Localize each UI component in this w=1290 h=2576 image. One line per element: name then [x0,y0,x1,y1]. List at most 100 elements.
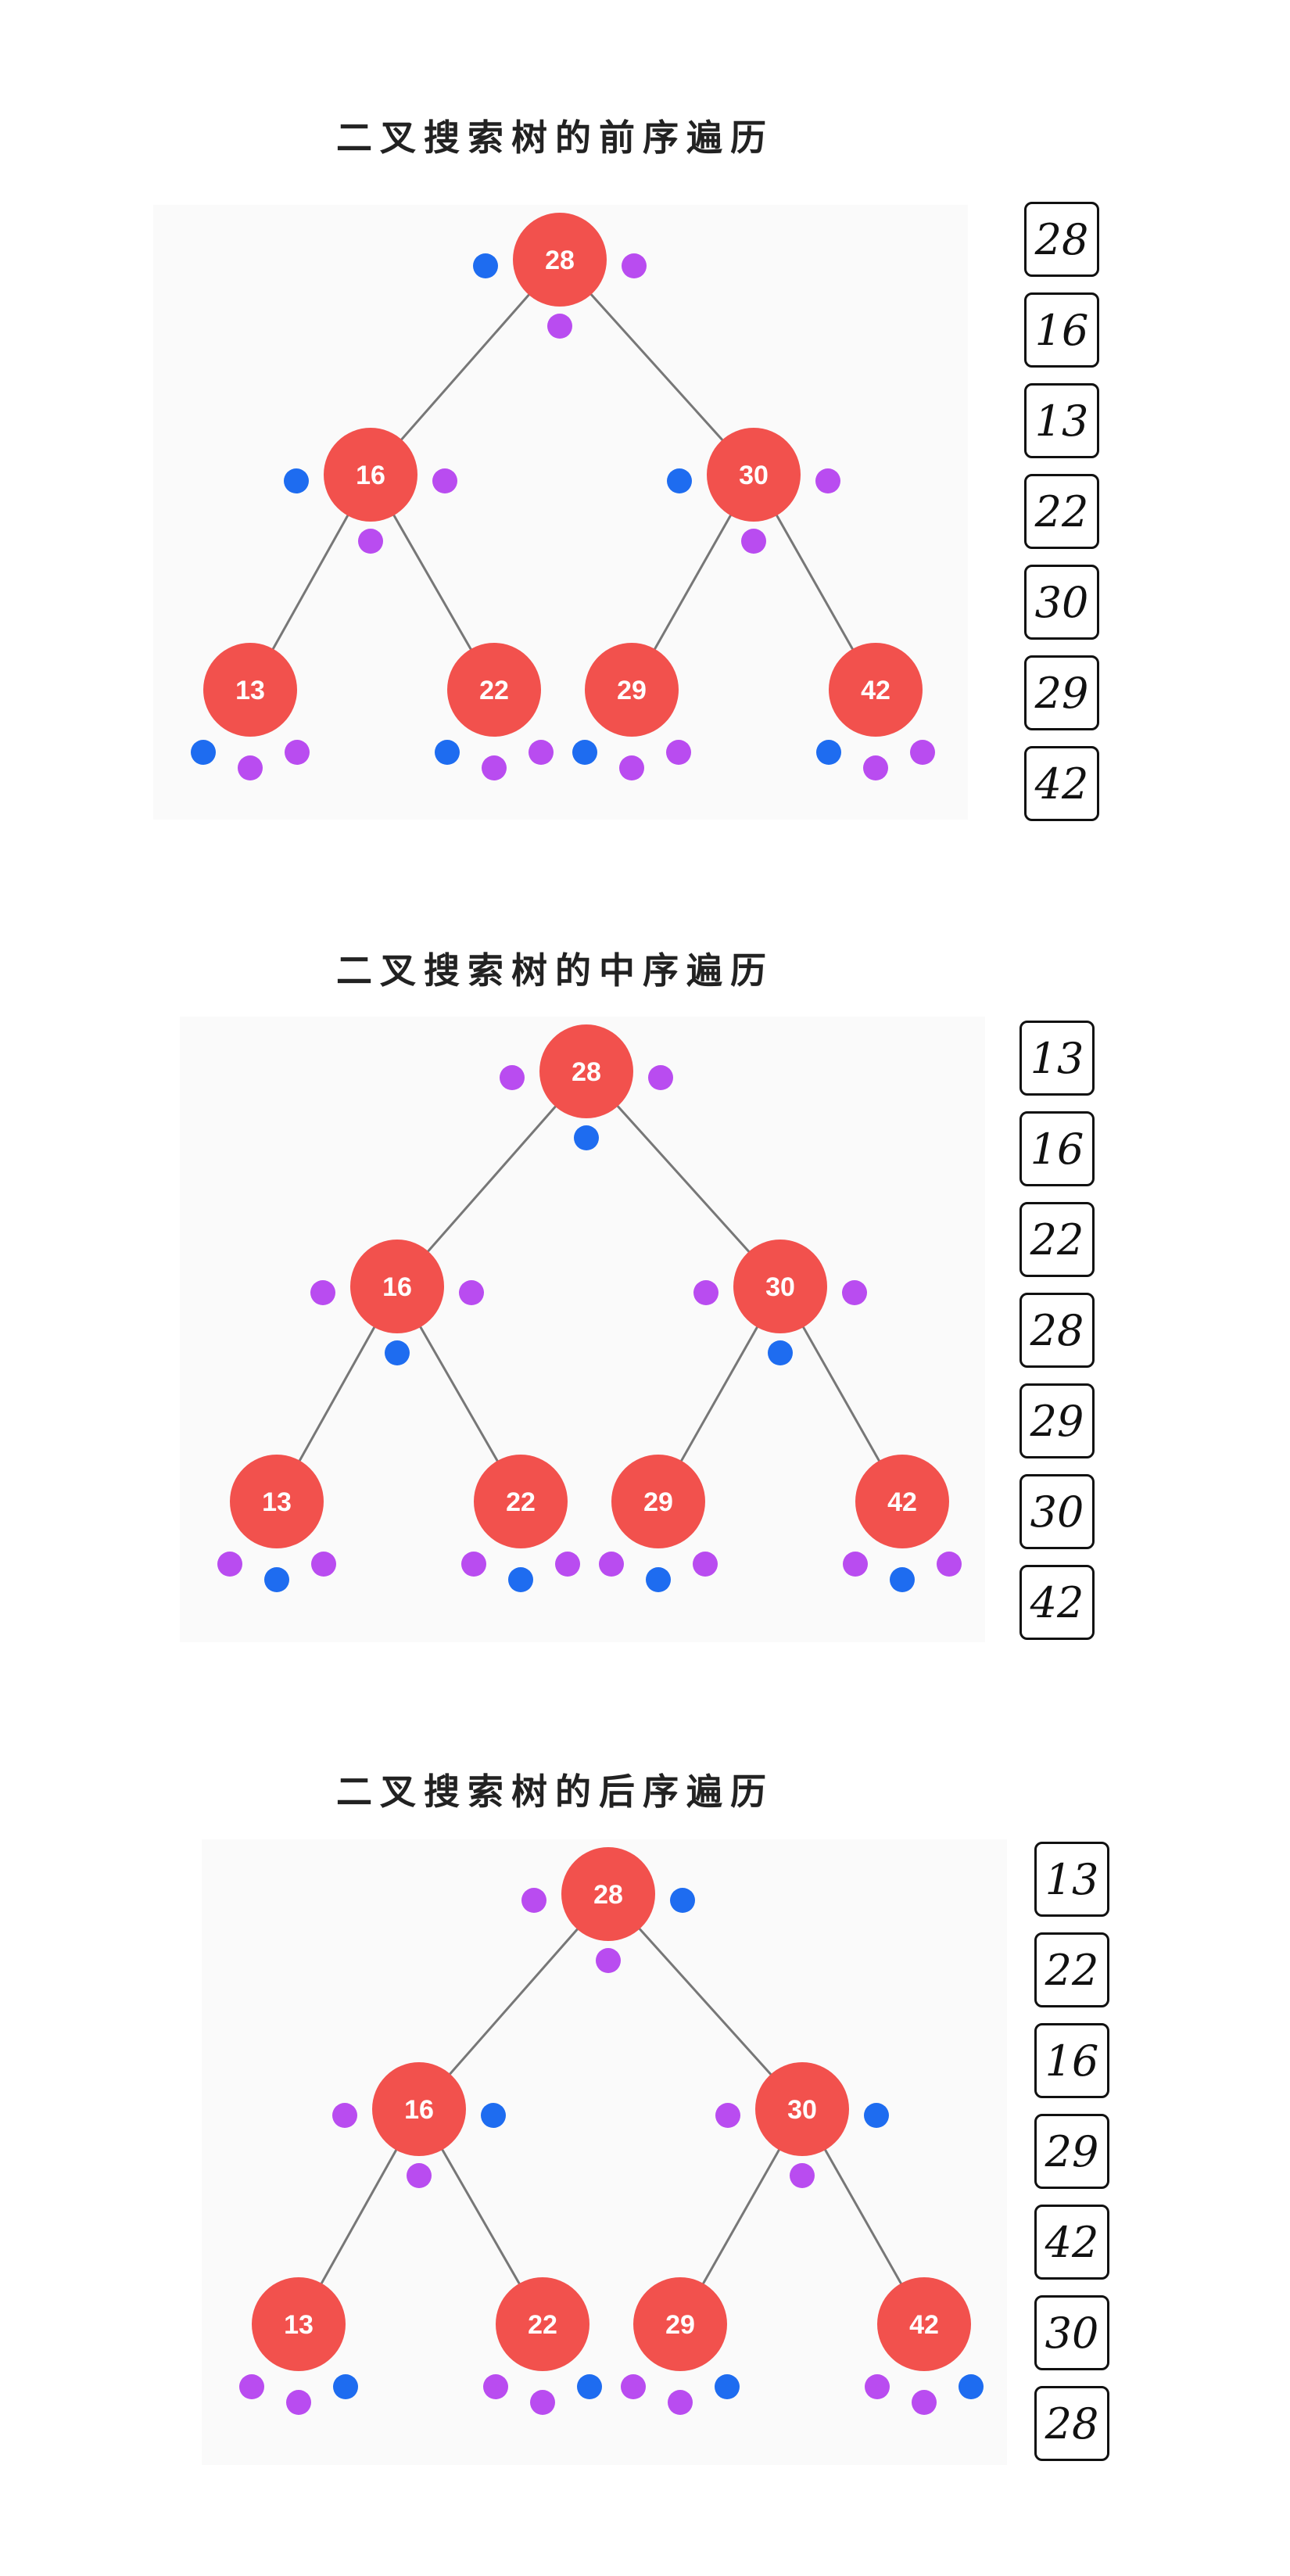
tree-edge [607,1893,804,2111]
tree-edge [417,1893,610,2110]
tree-node-label: 29 [643,1487,673,1517]
visit-marker-dot [264,1567,289,1592]
pass-marker-dot [482,755,507,780]
tree-node-label: 29 [665,2310,695,2340]
visit-marker-dot [435,740,460,765]
tree-node-13 [252,2277,346,2371]
visit-marker-dot [385,1340,410,1365]
visit-marker-dot [508,1567,533,1592]
tree-node-16 [324,428,417,522]
pass-marker-dot [790,2163,815,2188]
sequence-box: 30 [1034,2295,1109,2370]
tree-node-label: 16 [382,1272,412,1302]
pass-marker-dot [311,1552,336,1577]
sequence-box: 13 [1019,1021,1095,1096]
pass-marker-dot [815,468,840,493]
sequence-box: 16 [1024,292,1099,368]
tree-edge [396,1071,588,1287]
tree-edge [369,259,561,475]
pass-marker-dot [530,2390,555,2415]
pass-marker-dot [937,1552,962,1577]
inorder-title: 二叉搜索树的中序遍历 [336,949,774,992]
pass-marker-dot [407,2163,432,2188]
postorder-title: 二叉搜索树的后序遍历 [336,1771,774,1813]
tree-node-29 [585,643,679,737]
pass-marker-dot [668,2390,693,2415]
sequence-box: 22 [1024,474,1099,549]
tree-node-22 [447,643,541,737]
pass-marker-dot [238,755,263,780]
tree-edge [558,258,755,476]
tree-node-22 [496,2277,589,2371]
visit-marker-dot [890,1567,915,1592]
visit-marker-dot [959,2374,984,2399]
tree-node-label: 13 [235,676,265,705]
tree-node-29 [611,1455,705,1548]
sequence-box: 30 [1024,565,1099,640]
pass-marker-dot [547,314,572,339]
tree-node-label: 42 [861,676,890,705]
preorder-sequence: 28 16 13 22 30 29 42 [1024,202,1099,837]
sequence-box: 29 [1019,1383,1095,1458]
tree-node-42 [829,643,923,737]
sequence-box: 42 [1024,746,1099,821]
sequence-box: 28 [1019,1293,1095,1368]
tree-node-label: 22 [506,1487,536,1517]
pass-marker-dot [912,2390,937,2415]
pass-marker-dot [461,1552,486,1577]
sequence-box: 13 [1034,1842,1109,1917]
tree-node-28 [561,1847,655,1941]
pass-marker-dot [500,1065,525,1090]
sequence-box: 29 [1034,2114,1109,2189]
tree-node-29 [633,2277,727,2371]
tree-node-label: 28 [593,1880,623,1910]
pass-marker-dot [459,1280,484,1305]
sequence-box: 22 [1019,1202,1095,1277]
sequence-box: 22 [1034,1932,1109,2007]
postorder-sequence: 13 22 16 29 42 30 28 [1034,1842,1109,2477]
inorder-sequence: 13 16 22 28 29 30 42 [1019,1021,1095,1656]
sequence-box: 16 [1034,2023,1109,2098]
tree-node-16 [350,1240,444,1333]
pass-marker-dot [599,1552,624,1577]
visit-marker-dot [572,740,597,765]
tree-node-13 [203,643,297,737]
pass-marker-dot [865,2374,890,2399]
tree-node-label: 13 [284,2310,314,2340]
tree-node-30 [755,2062,849,2156]
sequence-box: 28 [1034,2386,1109,2461]
pass-marker-dot [310,1280,335,1305]
tree-node-label: 42 [887,1487,917,1517]
tree-edge [585,1070,782,1288]
sequence-box: 42 [1019,1565,1095,1640]
tree-node-42 [855,1455,949,1548]
pass-marker-dot [529,740,554,765]
sequence-box: 29 [1024,655,1099,730]
pass-marker-dot [693,1280,718,1305]
pass-marker-dot [483,2374,508,2399]
sequence-box: 30 [1019,1474,1095,1549]
visit-marker-dot [574,1125,599,1150]
visit-marker-dot [577,2374,602,2399]
visit-marker-dot [816,740,841,765]
pass-marker-dot [741,529,766,554]
tree-node-label: 16 [404,2095,434,2125]
tree-node-label: 30 [739,461,769,490]
pass-marker-dot [621,2374,646,2399]
tree-node-16 [372,2062,466,2156]
pass-marker-dot [666,740,691,765]
pass-marker-dot [910,740,935,765]
preorder-title: 二叉搜索树的前序遍历 [336,117,774,159]
pass-marker-dot [432,468,457,493]
pass-marker-dot [358,529,383,554]
tree-node-22 [474,1455,568,1548]
pass-marker-dot [555,1552,580,1577]
pass-marker-dot [332,2103,357,2128]
tree-node-13 [230,1455,324,1548]
pass-marker-dot [843,1552,868,1577]
sequence-box: 13 [1024,383,1099,458]
tree-node-label: 30 [765,1272,795,1302]
